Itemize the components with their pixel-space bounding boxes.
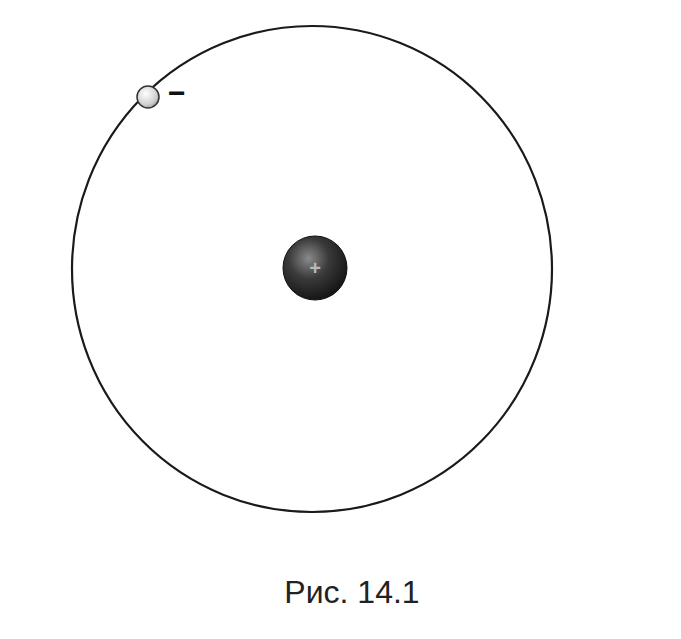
charge-sign: − bbox=[168, 78, 186, 108]
electron-shape bbox=[136, 85, 160, 109]
charge-sign: + bbox=[309, 258, 321, 278]
nucleus: + bbox=[282, 235, 348, 301]
electron: − bbox=[136, 85, 160, 109]
nucleus-circle bbox=[283, 236, 347, 300]
electron-orbit bbox=[72, 26, 552, 512]
figure-caption: Рис. 14.1 bbox=[284, 574, 419, 611]
electron-circle bbox=[137, 86, 159, 108]
